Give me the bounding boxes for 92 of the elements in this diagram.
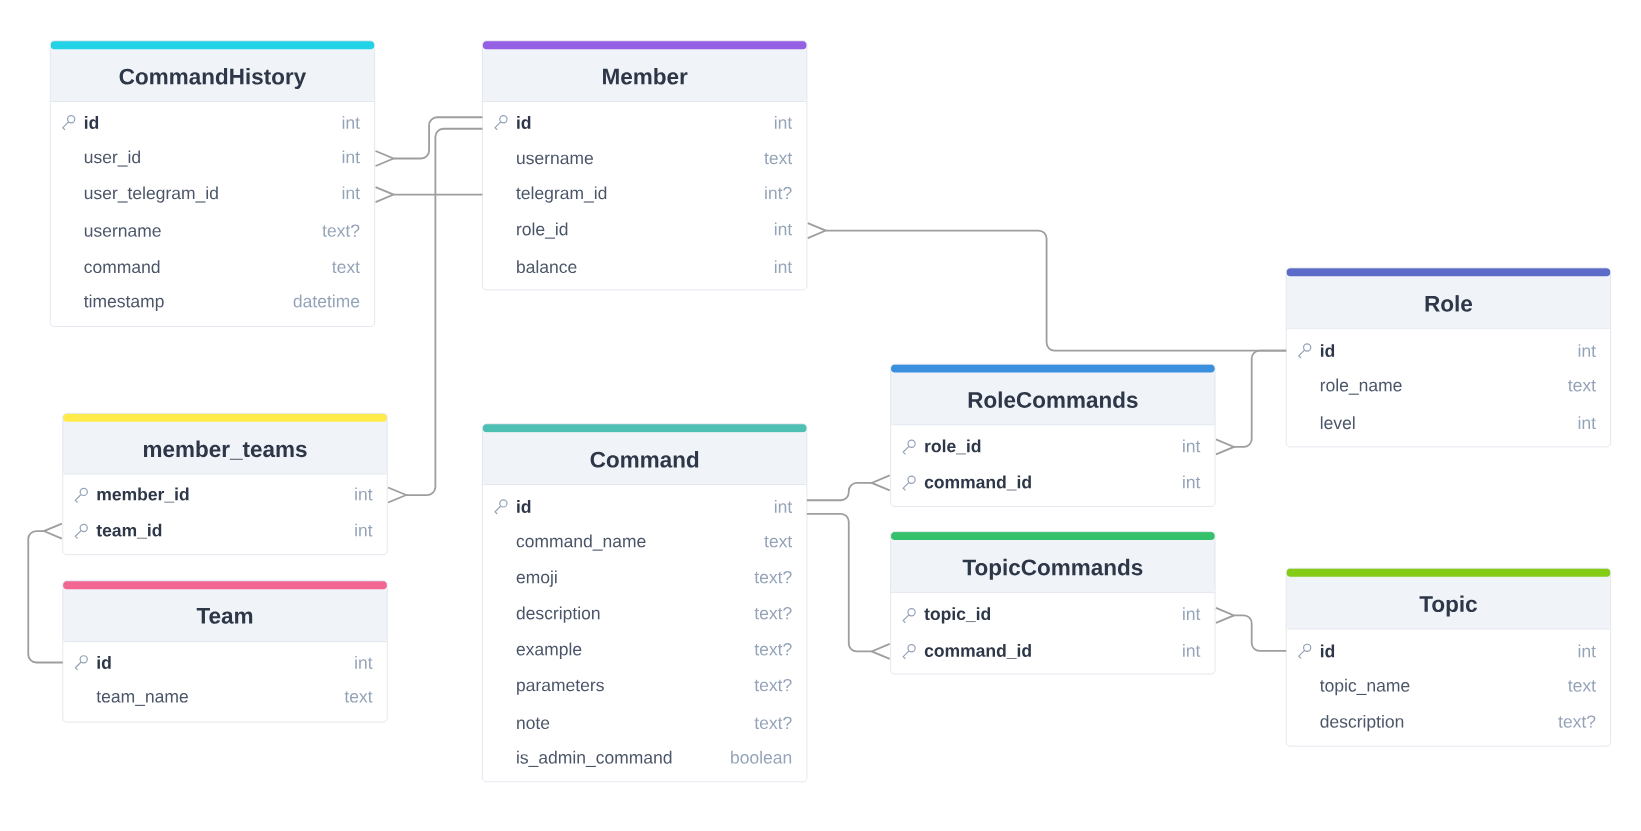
table-card (62, 580, 388, 723)
column-name: level (1320, 416, 1355, 430)
relation-line (1215, 349, 1288, 456)
column-name: id (84, 116, 99, 129)
column-type: int (774, 500, 793, 513)
column-name: user_id (84, 150, 140, 167)
table-title: Team (196, 608, 253, 624)
column-type: boolean (731, 750, 792, 764)
column-type: int? (765, 186, 792, 200)
column-type: int (342, 116, 360, 129)
column-type: text? (754, 643, 792, 656)
column-type: int (1578, 416, 1596, 430)
column-type: int (774, 116, 793, 129)
column-name: is_admin_command (517, 750, 672, 767)
column-name: username (84, 227, 161, 237)
table-card (890, 531, 1216, 675)
column-name: id (1320, 344, 1335, 358)
column-name: role_id (517, 222, 568, 239)
table-card (482, 40, 808, 291)
column-type: int (1183, 475, 1201, 489)
table-card (482, 423, 808, 783)
table-card (1285, 567, 1612, 747)
column-name: emoji (516, 570, 557, 587)
column-name: timestamp (84, 294, 164, 311)
relation-line (374, 186, 484, 203)
column-name: id (517, 116, 531, 129)
column-type: text? (754, 678, 792, 692)
column-name: telegram_id (516, 186, 607, 203)
column-type: int (1578, 644, 1596, 658)
column-name: description (516, 606, 600, 623)
table-card (890, 363, 1216, 507)
column-type: text (764, 152, 793, 165)
relation-line (27, 522, 64, 664)
column-name: parameters (517, 679, 604, 695)
column-type: int (1578, 344, 1596, 357)
column-type: text (332, 261, 360, 274)
column-type: int (1183, 644, 1201, 657)
column-name: team_name (96, 691, 188, 706)
column-type: text (1568, 379, 1596, 392)
column-type: datetime (293, 294, 360, 308)
relation-line (806, 474, 891, 502)
column-type: int (774, 222, 793, 236)
column-type: int (355, 656, 373, 669)
column-type: int (1183, 439, 1201, 453)
relation-line (806, 512, 891, 660)
column-type: text? (754, 607, 792, 620)
column-type: text (344, 691, 373, 703)
column-type: int (774, 260, 793, 274)
column-name: balance (517, 260, 577, 274)
column-name: team_id (96, 523, 162, 539)
column-type: text? (754, 570, 792, 584)
column-name: role_name (1320, 378, 1402, 395)
table-title: Command (590, 451, 699, 468)
column-name: id (517, 500, 531, 513)
column-type: text (764, 535, 793, 548)
column-type: int (355, 487, 373, 501)
relation-line (387, 127, 484, 504)
column-name: example (516, 642, 582, 659)
column-name: topic_name (1320, 678, 1410, 696)
column-type: text? (322, 224, 360, 237)
column-type: text? (1558, 715, 1596, 728)
column-name: command (84, 260, 160, 274)
column-name: description (1320, 714, 1404, 732)
column-type: int (1183, 607, 1201, 621)
table-title: RoleCommands (968, 391, 1138, 408)
table-title: CommandHistory (119, 68, 307, 89)
column-type: text (1568, 680, 1596, 692)
column-type: text? (754, 716, 792, 730)
column-name: command_id (924, 475, 1031, 491)
column-type: int (342, 186, 360, 200)
relation-line (1215, 607, 1288, 652)
table-title: Member (603, 68, 688, 85)
column-name: user_telegram_id (84, 186, 218, 203)
column-name: role_id (925, 439, 981, 455)
column-name: username (517, 154, 593, 165)
column-type: int (342, 150, 360, 164)
column-name: id (97, 656, 111, 669)
column-type: int (355, 523, 373, 537)
table-title: Role (1425, 295, 1473, 312)
column-name: command_id (924, 644, 1031, 659)
table-card (49, 40, 376, 327)
column-name: topic_id (924, 607, 991, 624)
table-card (1285, 267, 1612, 448)
table-title: TopicCommands (962, 558, 1143, 580)
table-title: Topic (1419, 595, 1477, 617)
column-name: note (517, 717, 550, 730)
table-card (62, 413, 388, 556)
column-name: member_id (97, 487, 189, 503)
table-title: member_teams (143, 440, 307, 460)
column-name: id (1320, 644, 1335, 658)
column-name: command_name (516, 534, 646, 551)
relation-line (374, 116, 484, 167)
